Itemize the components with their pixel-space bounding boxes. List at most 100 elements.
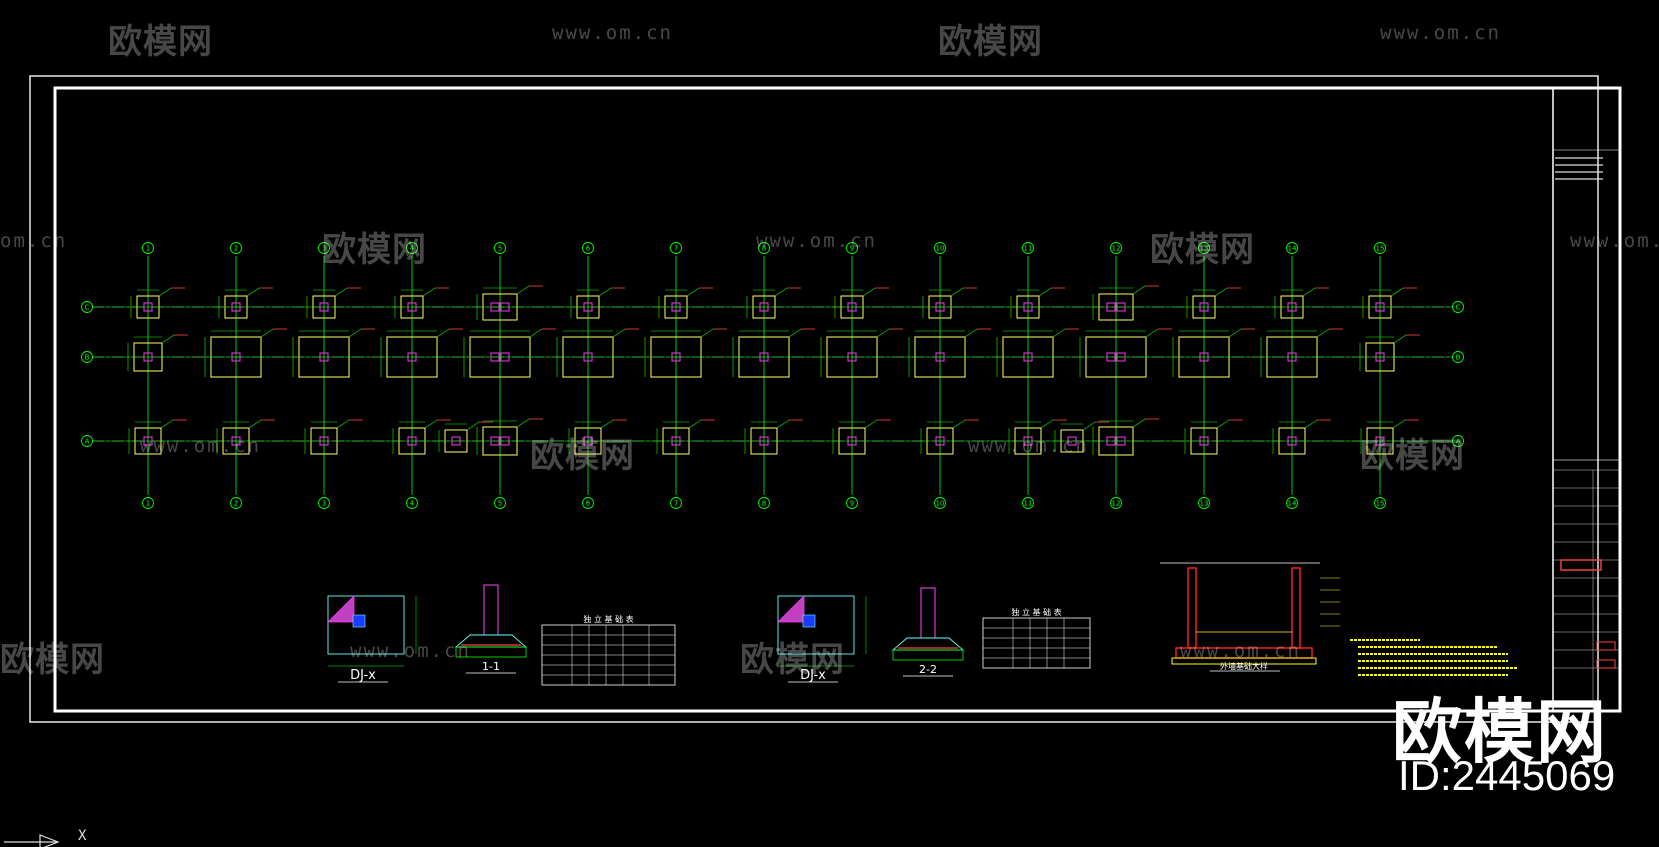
footing-layout xyxy=(127,285,1420,456)
watermark-url: www.om.cn xyxy=(968,435,1089,457)
detail-section-2-label: 2-2 xyxy=(919,663,937,676)
leader xyxy=(466,421,480,431)
leader xyxy=(1390,287,1404,297)
watermark-brand: 欧模网 xyxy=(0,640,105,680)
footing-C-15 xyxy=(1362,287,1417,319)
axis-bottom-6-text: 6 xyxy=(586,500,591,508)
footing-A-9 xyxy=(832,419,891,455)
footing-C-4 xyxy=(394,287,449,319)
axis-bottom-14-bubble xyxy=(1286,497,1298,509)
axis-bottom-10-text: 10 xyxy=(936,500,945,508)
footing-C-12 xyxy=(1092,285,1159,321)
cushion xyxy=(1171,657,1317,665)
footing-C-1 xyxy=(130,287,185,319)
leader xyxy=(424,419,438,429)
leader xyxy=(864,419,878,429)
axis-top-14-bubble xyxy=(1286,242,1298,254)
axis-top-9-bubble xyxy=(846,242,858,254)
leader xyxy=(688,419,702,429)
footing-C-14 xyxy=(1274,287,1329,319)
model-id: ID:2445069 xyxy=(1398,752,1616,799)
tb-red-2 xyxy=(1596,659,1616,669)
footing-B-13 xyxy=(1172,328,1255,378)
footing-B-6 xyxy=(556,328,639,378)
footing-B-15 xyxy=(1359,334,1420,372)
leader xyxy=(964,328,978,338)
cushion xyxy=(892,649,964,661)
tb-red-1 xyxy=(1596,641,1616,651)
leader xyxy=(598,287,612,297)
axis-top-15-text: 15 xyxy=(1376,245,1385,253)
leader xyxy=(158,287,172,297)
axis-top-13-text: 13 xyxy=(1200,245,1209,253)
detail-dj-2 xyxy=(777,595,867,683)
detail-dj-2-label: DJ-x xyxy=(800,668,826,683)
axis-right-B-text: B xyxy=(1456,354,1461,362)
leader xyxy=(1392,419,1406,429)
footing-C-11 xyxy=(1010,287,1065,319)
watermark-brand: 欧模网 xyxy=(1150,230,1255,270)
axis-top-7-bubble xyxy=(670,242,682,254)
watermark-url: www.om.cn xyxy=(756,230,877,252)
axis-bottom-6-bubble xyxy=(582,497,594,509)
leader xyxy=(1052,328,1066,338)
axis-top-5-text: 5 xyxy=(498,245,502,253)
wall-right xyxy=(1291,567,1301,649)
footing-C-10 xyxy=(922,287,977,319)
axis-left-A-text: A xyxy=(85,438,90,446)
footing-C-5 xyxy=(476,285,543,321)
axis-bottom-10-bubble xyxy=(934,497,946,509)
footing-C-7 xyxy=(658,287,713,319)
leader xyxy=(600,419,614,429)
footing-B-4 xyxy=(380,328,463,378)
axis-top-10-bubble xyxy=(934,242,946,254)
watermark-url: om.cn xyxy=(0,230,68,252)
column-stem xyxy=(483,584,499,636)
footing-C-2 xyxy=(218,287,273,319)
detail-dj-1 xyxy=(327,595,417,683)
plan-outline xyxy=(327,595,405,655)
leader xyxy=(862,287,876,297)
footing-B-3 xyxy=(292,328,375,378)
axis-top-10-text: 10 xyxy=(936,245,945,253)
rebar-hatch xyxy=(327,595,355,623)
axis-bottom-9-text: 9 xyxy=(850,500,854,508)
footing-B-5 xyxy=(463,328,556,378)
ucs-icon xyxy=(4,834,60,847)
axis-right-C-bubble xyxy=(1452,301,1464,313)
leader xyxy=(422,287,436,297)
axis-bottom-8-bubble xyxy=(758,497,770,509)
wall-detail-label: 外墙基础大样 xyxy=(1220,661,1268,671)
axis-left-B-text: B xyxy=(85,354,90,362)
drawing-frame xyxy=(29,75,1622,723)
leader xyxy=(776,419,790,429)
axis-bottom-1-bubble xyxy=(142,497,154,509)
axis-top-12-bubble xyxy=(1110,242,1122,254)
tb-title-red xyxy=(1560,559,1602,571)
leader xyxy=(686,287,700,297)
axis-top-8-text: 8 xyxy=(762,245,766,253)
watermark-brand: 欧模网 xyxy=(108,22,213,62)
axis-bottom-12-text: 12 xyxy=(1112,500,1121,508)
axis-bottom-13-bubble xyxy=(1198,497,1210,509)
leader xyxy=(160,419,174,429)
axis-bottom-12-bubble xyxy=(1110,497,1122,509)
title-block xyxy=(1552,149,1621,711)
watermark-brand: 欧模网 xyxy=(740,640,845,680)
axis-bottom-11-bubble xyxy=(1022,497,1034,509)
footing-A-7 xyxy=(656,419,715,455)
axis-bottom-3-bubble xyxy=(318,497,330,509)
axis-grid xyxy=(92,256,1458,495)
tb-box xyxy=(1552,459,1621,711)
leader xyxy=(1316,328,1330,338)
watermark-url: www.om.cn xyxy=(1570,230,1659,252)
plan-outline xyxy=(777,595,855,655)
footing-B-12 xyxy=(1079,328,1172,378)
footing-B-11 xyxy=(996,328,1079,378)
leader xyxy=(161,334,175,344)
leader xyxy=(950,287,964,297)
footing-A-8 xyxy=(744,419,803,455)
footing-C-8 xyxy=(746,287,801,319)
